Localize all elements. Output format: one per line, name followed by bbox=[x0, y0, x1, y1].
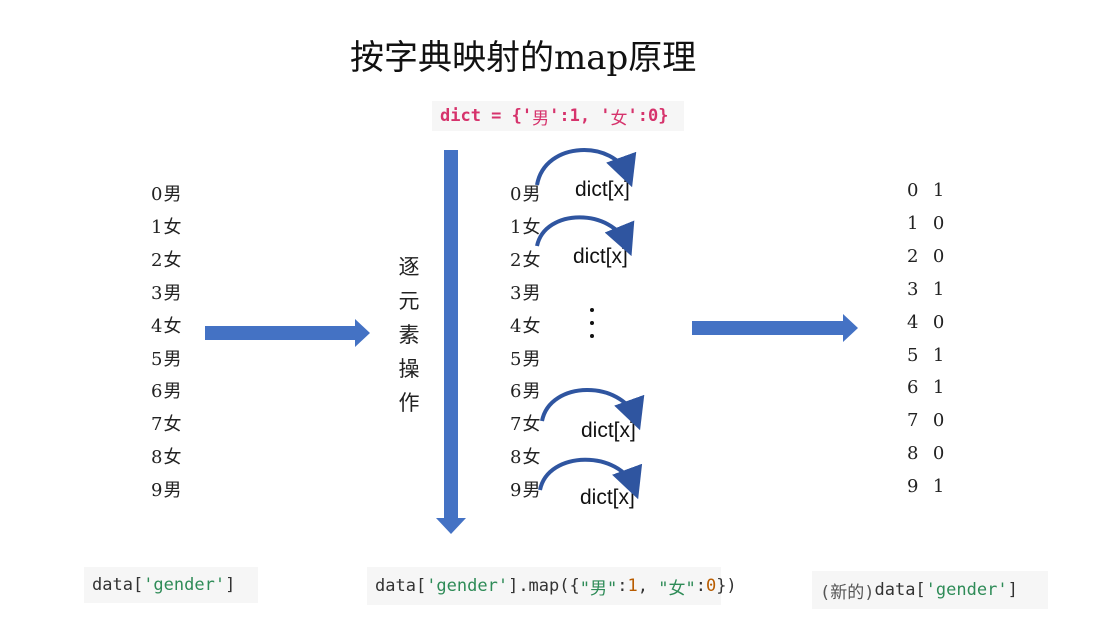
middle-row: 0男 bbox=[510, 184, 542, 205]
code-left-c: ] bbox=[225, 575, 236, 595]
vertical-char: 操 bbox=[398, 357, 420, 381]
middle-row: 2女 bbox=[510, 250, 542, 271]
output-row: 0 1 bbox=[907, 180, 946, 201]
code-right-b: 'gender' bbox=[925, 580, 1008, 600]
dict-code-male: 男 bbox=[532, 108, 550, 129]
code-mid-d: "男" bbox=[579, 578, 618, 599]
code-mid-f: 1 bbox=[627, 576, 638, 596]
output-row: 3 1 bbox=[907, 279, 946, 300]
dict-code-snippet: dict = {'男':1, '女':0} bbox=[432, 101, 684, 131]
dict-code-female: 女 bbox=[610, 108, 628, 129]
arrow-right-output bbox=[692, 314, 858, 342]
vertical-char: 逐 bbox=[398, 255, 420, 279]
middle-row: 3男 bbox=[510, 283, 542, 304]
curve-arrow bbox=[535, 148, 637, 188]
input-row: 2女 bbox=[151, 250, 183, 271]
curve-arrow bbox=[540, 388, 645, 431]
code-mid-c: ].map({ bbox=[508, 576, 580, 596]
code-mid-i: : bbox=[695, 576, 706, 596]
code-mid-g: , bbox=[637, 576, 659, 596]
output-row: 5 1 bbox=[907, 345, 946, 366]
code-mid-b: 'gender' bbox=[426, 576, 509, 596]
input-row: 9男 bbox=[151, 480, 183, 501]
dict-code-mid: ':1, ' bbox=[549, 106, 611, 126]
arrow-down-process bbox=[436, 150, 466, 534]
middle-row: 8女 bbox=[510, 447, 542, 468]
output-row: 7 0 bbox=[907, 410, 946, 431]
element-wise-label: 逐 元 素 操 作 bbox=[396, 250, 422, 420]
code-mid-j: 0 bbox=[705, 576, 717, 596]
code-mid-h: "女" bbox=[658, 578, 696, 599]
output-row: 6 1 bbox=[907, 377, 946, 398]
code-right-pre: (新的) bbox=[820, 582, 875, 603]
middle-row: 6男 bbox=[510, 381, 542, 402]
input-row: 5男 bbox=[151, 349, 183, 370]
vertical-char: 素 bbox=[398, 323, 420, 347]
curve-arrow bbox=[538, 457, 643, 500]
middle-row: 5男 bbox=[510, 349, 542, 370]
output-row: 4 0 bbox=[907, 312, 946, 333]
input-row: 7女 bbox=[151, 414, 183, 435]
code-mid-a: data[ bbox=[375, 576, 427, 596]
input-row: 8女 bbox=[151, 447, 183, 468]
code-right-c: ] bbox=[1007, 580, 1018, 600]
ellipsis-dot bbox=[590, 308, 594, 312]
output-row: 8 0 bbox=[907, 443, 946, 464]
input-row: 4女 bbox=[151, 316, 183, 337]
output-row: 2 0 bbox=[907, 246, 946, 267]
diagram-title: 按字典映射的map原理 bbox=[350, 38, 697, 78]
curve-arrow bbox=[535, 215, 635, 257]
code-mid-e: : bbox=[617, 576, 628, 596]
code-map-call: data['gender'].map({"男":1, "女":0}) bbox=[367, 567, 737, 605]
vertical-char: 元 bbox=[398, 289, 420, 313]
vertical-char: 作 bbox=[398, 391, 420, 415]
code-left-a: data[ bbox=[92, 575, 144, 595]
dict-code-prefix: dict = {' bbox=[440, 106, 533, 126]
code-input-series: data['gender'] bbox=[84, 567, 258, 603]
code-mid-k: }) bbox=[716, 576, 737, 596]
output-row: 1 0 bbox=[907, 213, 946, 234]
code-output-series: (新的)data['gender'] bbox=[812, 571, 1048, 609]
arrow-right-input bbox=[205, 319, 370, 347]
ellipsis-dot bbox=[590, 334, 594, 338]
input-row: 3男 bbox=[151, 283, 183, 304]
code-right-a: data[ bbox=[874, 580, 926, 600]
middle-row: 4女 bbox=[510, 316, 542, 337]
ellipsis-dot bbox=[590, 321, 594, 325]
input-row: 0男 bbox=[151, 184, 183, 205]
input-row: 1女 bbox=[151, 217, 183, 238]
dict-code-suffix: ':0} bbox=[627, 106, 669, 126]
output-row: 9 1 bbox=[907, 476, 946, 497]
ellipsis-dots bbox=[588, 308, 598, 347]
middle-row: 7女 bbox=[510, 414, 542, 435]
middle-row: 1女 bbox=[510, 217, 542, 238]
code-left-b: 'gender' bbox=[143, 575, 226, 595]
middle-row: 9男 bbox=[510, 480, 542, 501]
input-row: 6男 bbox=[151, 381, 183, 402]
